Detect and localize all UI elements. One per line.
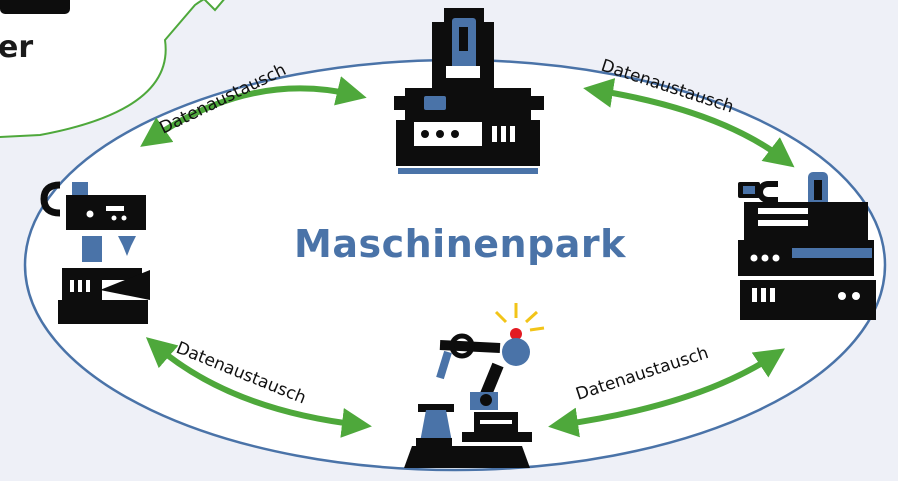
cnc-lathe-icon bbox=[738, 172, 876, 320]
cnc-milling-machine-icon bbox=[394, 8, 544, 174]
drill-press-icon bbox=[40, 181, 150, 324]
bubble-dark-tab bbox=[0, 0, 70, 14]
speech-bubble bbox=[0, 0, 225, 139]
robot-arm-icon bbox=[404, 303, 545, 468]
spark-icon bbox=[494, 303, 545, 332]
bubble-text: er bbox=[0, 30, 34, 65]
center-label: Maschinenpark bbox=[294, 222, 626, 266]
